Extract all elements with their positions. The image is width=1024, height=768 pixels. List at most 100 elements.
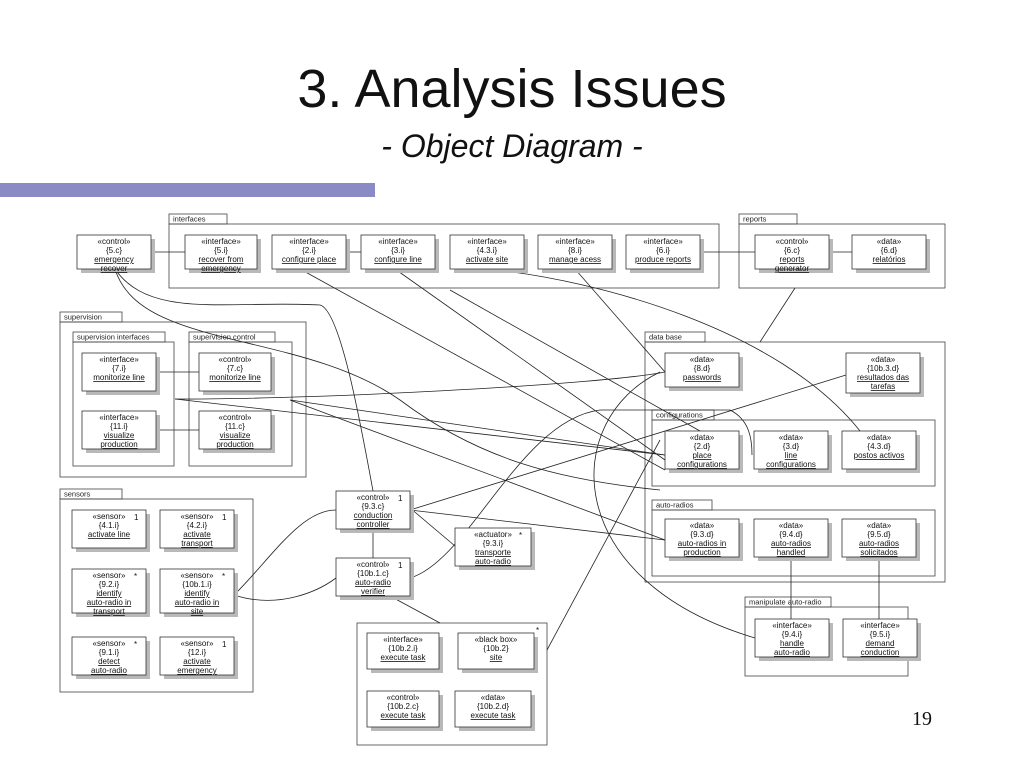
object-name: relatórios [873, 255, 906, 264]
object-stereotype: «data» [481, 693, 506, 702]
object-stereotype: «data» [690, 355, 715, 364]
object-stereotype: {9.5.d} [867, 530, 890, 539]
object-o10b2i: «interface»{10b.2.i}execute task [366, 632, 443, 673]
object-stereotype: {9.3.d} [690, 530, 713, 539]
object-stereotype: «data» [690, 521, 715, 530]
multiplicity-label: * [519, 531, 522, 540]
association-link [449, 289, 701, 432]
object-stereotype: «interface» [555, 237, 595, 246]
object-stereotype: {9.4.d} [779, 530, 802, 539]
object-stereotype: «interface» [467, 237, 507, 246]
package-label: manipulate auto-radio [749, 598, 822, 607]
object-o6d: «data»{6.d}relatórios [851, 234, 930, 273]
object-stereotype: «interface» [99, 355, 139, 364]
association-link [593, 371, 756, 639]
object-o8d: «data»{8.d}passwords [664, 352, 743, 391]
multiplicity-label: 1 [134, 513, 139, 522]
object-o10b2: «black box»{10b.2}site [457, 632, 538, 673]
object-name: produce reports [635, 255, 691, 264]
association-link [174, 398, 666, 456]
association-link [409, 374, 847, 511]
object-stereotype: {4.1.i} [99, 521, 120, 530]
package-supervision-interfaces: supervision interfaces [72, 331, 175, 467]
object-stereotype: {7.i} [112, 364, 126, 373]
object-stereotype: «control» [219, 413, 252, 422]
object-stereotype: «control» [387, 693, 420, 702]
object-stereotype: {9.3.c} [362, 502, 385, 511]
object-stereotype: {2.i} [302, 246, 316, 255]
package-label: data base [649, 333, 682, 342]
association-link [114, 268, 374, 492]
object-stereotype: «interface» [383, 635, 423, 644]
object-stereotype: «interface» [860, 621, 900, 630]
association-link [394, 268, 666, 461]
association-link [174, 371, 666, 400]
object-o10b2d: «data»{10b.2.d}execute task [454, 690, 535, 731]
object-stereotype: {5.c} [106, 246, 122, 255]
package-supervision: supervision [59, 311, 307, 478]
association-link [409, 507, 456, 547]
object-stereotype: {4.3.i} [477, 246, 498, 255]
object-o10b2c: «control»{10b.2.c}execute task [366, 690, 443, 731]
association-link [114, 268, 661, 491]
object-stereotype: {9.3.i} [483, 539, 504, 548]
object-stereotype: «control» [357, 493, 390, 502]
object-stereotype: {4.2.i} [187, 521, 208, 530]
object-stereotype: «black box» [475, 635, 518, 644]
slide-title: 3. Analysis Issues [297, 59, 727, 119]
object-stereotype: «data» [690, 433, 715, 442]
object-stereotype: {10b.1.i} [182, 580, 212, 589]
association-link [759, 287, 796, 343]
object-stereotype: «interface» [201, 237, 241, 246]
association-link [389, 595, 441, 624]
package-label: reports [743, 215, 767, 224]
page-number: 19 [912, 708, 932, 730]
package-label: sensors [64, 490, 91, 499]
object-o6i: «interface»{6.i}produce reports [625, 234, 704, 273]
object-stereotype: {10b.2.d} [477, 702, 509, 711]
object-name: monitorize line [93, 373, 145, 382]
object-name: monitorize line [209, 373, 261, 382]
object-stereotype: «data» [779, 433, 804, 442]
object-stereotype: {9.1.i} [99, 648, 120, 657]
object-stereotype: {6.c} [784, 246, 800, 255]
multiplicity-label: 1 [222, 513, 227, 522]
object-stereotype: {6.d} [881, 246, 898, 255]
object-stereotype: «control» [776, 237, 809, 246]
object-stereotype: {11.i} [110, 422, 128, 431]
package-reports: reports [738, 213, 946, 289]
object-stereotype: «sensor» [181, 571, 214, 580]
package-sensors: sensors [59, 488, 254, 693]
multiplicity-label: * [222, 572, 225, 581]
object-stereotype: {10b.2} [483, 644, 509, 653]
object-stereotype: «data» [877, 237, 902, 246]
object-o43d: «data»{4.3.d}postos activos [841, 430, 920, 473]
object-name: execute task [381, 711, 427, 720]
package-label: interfaces [173, 215, 206, 224]
object-stereotype: {11.c} [225, 422, 245, 431]
